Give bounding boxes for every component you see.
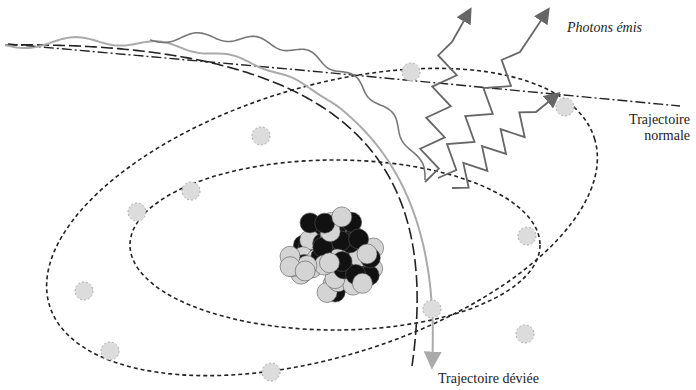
inner-orbit (130, 160, 540, 330)
photon (438, 10, 548, 178)
trajectory-label: Trajectoire déviée (436, 371, 541, 387)
trajectory-label: Trajectoire normale (604, 112, 692, 144)
electrons (75, 63, 574, 381)
nucleus (280, 207, 384, 303)
normal-trajectory (8, 44, 680, 106)
photon (452, 94, 558, 188)
deviated-trajectory (5, 45, 417, 366)
photon-label: Photons émis (565, 20, 644, 36)
photon (420, 10, 470, 182)
particle-path-dark (150, 33, 425, 180)
particle-path (5, 37, 433, 366)
outer-orbit (10, 10, 634, 390)
